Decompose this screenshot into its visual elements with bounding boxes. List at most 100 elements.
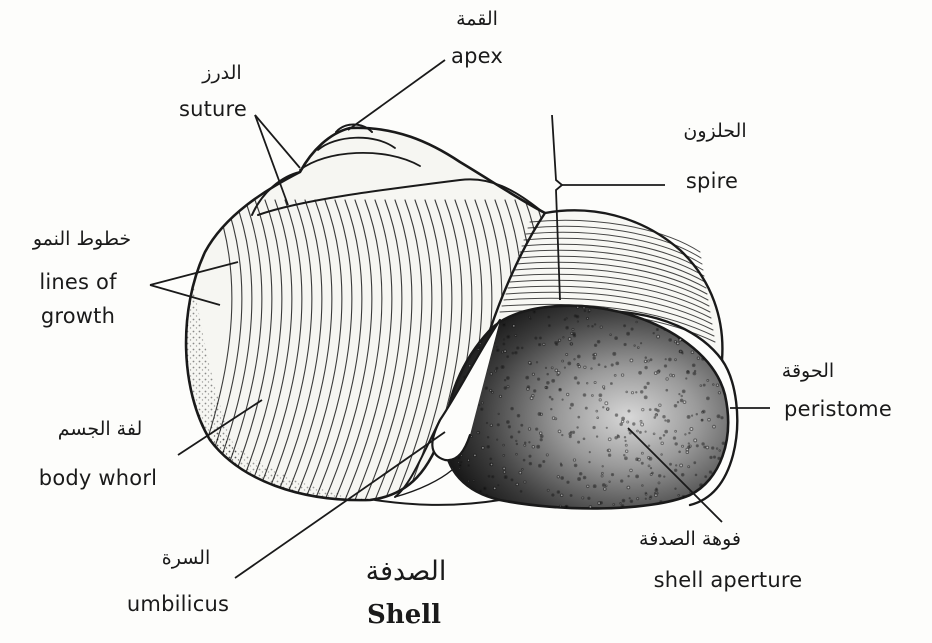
shell-drawing: [170, 125, 737, 516]
aperture-stipple-dot: [539, 337, 541, 339]
aperture-stipple-dot: [630, 359, 633, 362]
suture-label-ar: الدرز: [202, 62, 241, 84]
aperture-stipple-dot: [682, 390, 685, 393]
aperture-stipple-dot: [682, 445, 684, 447]
aperture-stipple-dot: [672, 375, 674, 377]
aperture-stipple-dot: [604, 388, 605, 389]
aperture-stipple-dot: [669, 339, 672, 342]
aperture-stipple-dot: [666, 389, 668, 391]
aperture-stipple-dot: [602, 484, 605, 487]
aperture-stipple-dot: [721, 311, 722, 312]
aperture-stipple-dot: [578, 416, 580, 418]
aperture-stipple-dot: [503, 339, 504, 340]
aperture-stipple-dot: [521, 347, 523, 349]
aperture-stipple-dot: [473, 480, 475, 482]
aperture-stipple-dot: [661, 442, 664, 445]
aperture-stipple-dot: [516, 453, 518, 455]
aperture-stipple-dot: [705, 476, 707, 478]
aperture-stipple-dot: [678, 509, 679, 510]
aperture-stipple-dot: [621, 505, 624, 508]
aperture-stipple-dot: [637, 498, 639, 500]
aperture-stipple-dot: [661, 454, 663, 456]
aperture-stipple-dot: [631, 328, 633, 330]
aperture-stipple-dot: [616, 362, 619, 365]
aperture-stipple-dot: [576, 315, 579, 318]
aperture-stipple-dot: [517, 347, 519, 349]
aperture-stipple-dot: [712, 501, 714, 503]
aperture-stipple-dot: [497, 424, 499, 426]
aperture-stipple-dot: [573, 459, 575, 461]
aperture-stipple-dot: [608, 454, 610, 456]
aperture-stipple-dot: [498, 485, 499, 486]
aperture-stipple-dot: [598, 364, 600, 366]
growth-label-en-1: lines of: [39, 270, 116, 294]
aperture-stipple-dot: [572, 328, 574, 330]
aperture-stipple-dot: [727, 442, 729, 444]
aperture-stipple-dot: [511, 436, 513, 438]
aperture-stipple-dot: [722, 442, 725, 445]
aperture-stipple-dot: [708, 418, 711, 421]
aperture-stipple-dot: [680, 464, 683, 467]
aperture-stipple-dot: [731, 419, 733, 421]
aperture-stipple-dot: [483, 487, 486, 490]
aperture-stipple-dot: [592, 395, 594, 397]
aperture-stipple-dot: [675, 488, 676, 489]
aperture-stipple-dot: [625, 444, 627, 446]
aperture-stipple-dot: [703, 491, 705, 493]
aperture-stipple-dot: [610, 334, 612, 336]
aperture-stipple-dot: [521, 424, 523, 426]
aperture-stipple-dot: [569, 436, 571, 438]
aperture-stipple-dot: [540, 435, 543, 438]
aperture-stipple-dot: [578, 365, 580, 367]
aperture-stipple-dot: [530, 397, 533, 400]
growth-label-en-2: growth: [41, 304, 115, 328]
aperture-stipple-dot: [587, 485, 589, 487]
aperture-stipple-dot: [474, 454, 477, 457]
aperture-stipple-dot: [555, 341, 557, 343]
body-whorl-label-ar: لفة الجسم: [58, 418, 143, 440]
aperture-stipple-dot: [469, 365, 471, 367]
aperture-stipple-dot: [515, 335, 517, 337]
aperture-stipple-dot: [628, 476, 629, 477]
aperture-stipple-dot: [620, 503, 622, 505]
aperture-stipple-dot: [675, 430, 677, 432]
aperture-stipple-dot: [490, 458, 492, 460]
aperture-stipple-dot: [601, 472, 603, 474]
aperture-stipple-dot: [655, 408, 657, 410]
aperture-stipple-dot: [694, 462, 696, 464]
aperture-stipple-dot: [607, 450, 608, 451]
aperture-stipple-dot: [674, 405, 677, 408]
aperture-stipple-dot: [658, 475, 660, 477]
aperture-stipple-dot: [677, 402, 678, 403]
aperture-stipple-dot: [614, 375, 616, 377]
aperture-stipple-dot: [716, 384, 718, 386]
aperture-stipple-dot: [634, 345, 635, 346]
aperture-stipple-dot: [490, 424, 492, 426]
aperture-stipple-dot: [592, 326, 594, 328]
aperture-stipple-dot: [588, 326, 589, 327]
aperture-stipple-dot: [496, 349, 499, 352]
aperture-stipple-dot: [454, 478, 457, 481]
suture-leader-a: [255, 115, 300, 168]
aperture-stipple-dot: [503, 343, 505, 345]
aperture-stipple-dot: [637, 347, 639, 349]
aperture-stipple-dot: [558, 341, 559, 342]
aperture-stipple-dot: [579, 511, 581, 513]
aperture-stipple-dot: [691, 340, 694, 343]
aperture-stipple-dot: [648, 465, 650, 467]
aperture-stipple-dot: [586, 317, 588, 319]
aperture-stipple-dot: [562, 434, 563, 435]
aperture-stipple-dot: [664, 329, 665, 330]
aperture-stipple-dot: [682, 353, 683, 354]
aperture-stipple-dot: [453, 480, 454, 481]
aperture-stipple-dot: [712, 473, 713, 474]
aperture-stipple-dot: [724, 381, 726, 383]
aperture-stipple-dot: [636, 392, 637, 393]
aperture-stipple-dot: [641, 423, 644, 426]
aperture-stipple-dot: [503, 444, 505, 446]
aperture-stipple-dot: [589, 461, 590, 462]
aperture-stipple-dot: [628, 410, 630, 412]
aperture-stipple-dot: [716, 448, 717, 449]
aperture-stipple-dot: [722, 493, 725, 496]
growth-label-ar: خطوط النمو: [33, 228, 131, 250]
